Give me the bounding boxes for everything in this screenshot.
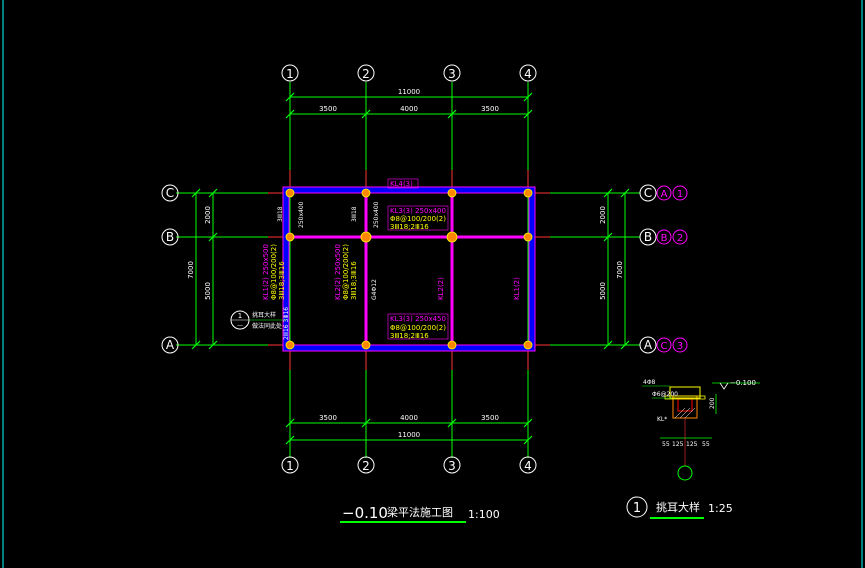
axis-label-top-1: 1 [286, 67, 294, 81]
dim-span-right-1: 2000 [599, 206, 607, 224]
axis-label-bottom-3: 3 [448, 459, 456, 473]
detail-label-k: KL* [657, 416, 667, 423]
grid-lines [176, 82, 640, 458]
axis-alt1-b: B [661, 233, 668, 244]
dim-span-bottom-3: 3500 [481, 414, 499, 422]
title-name: 梁平法施工图 [387, 505, 453, 519]
detail-dim-1: 125 [672, 441, 684, 448]
axis-alt2-a: 3 [677, 341, 683, 352]
axis-alt2-c: 1 [677, 189, 683, 200]
beam-label-kl2-a: KL2(2) [437, 277, 445, 300]
axis-label-left-b: B [166, 230, 174, 244]
axis-label-top-4: 4 [524, 67, 532, 81]
dim-span-bottom-2: 4000 [400, 414, 418, 422]
callout-num: 1 [238, 312, 242, 320]
dim-span-right-2: 5000 [599, 282, 607, 300]
kl4-line-0: KL4(3) [390, 180, 413, 188]
kl1-line-1: Φ8@100/200(2) [270, 244, 278, 300]
beam-label-kl3-top: KL3(3) 250x400 Φ8@100/200(2) 3Ⅲ18;2Ⅲ16 [387, 205, 449, 231]
dim-span-left-2: 5000 [204, 282, 212, 300]
kl3-top-line-0: KL3(3) 250x400 [390, 207, 446, 215]
callout-line2: 做法同此处 [252, 322, 282, 330]
title-level: −0.10 [342, 504, 388, 522]
axis-extensions [268, 170, 550, 370]
axis-label-top-2: 2 [362, 67, 370, 81]
note-4: 2Ⅲ16 3Ⅲ16 [283, 307, 290, 340]
dim-span-bottom-1: 3500 [319, 414, 337, 422]
kl2-mid-line-0: KL2(2) 250x500 [334, 244, 342, 300]
axis-label-bottom-4: 4 [524, 459, 532, 473]
kl3-bottom-line-2: 3Ⅲ18;2Ⅲ16 [390, 332, 429, 340]
dim-ticks [191, 92, 630, 445]
axis-label-right-b: B [644, 230, 652, 244]
axis-bubbles-left [161, 184, 179, 354]
detail-title: 1 挑耳大样 1:25 [626, 496, 733, 519]
axis-label-top-3: 3 [448, 67, 456, 81]
kl2-mid-line-2: 3Ⅲ18;3Ⅲ16 [350, 261, 358, 300]
axis-label-left-a: A [166, 338, 175, 352]
axis-label-right-a: A [644, 338, 653, 352]
dim-span-top-1: 3500 [319, 105, 337, 113]
callout-den: — [237, 322, 243, 329]
beam-label-kl2-mid: KL2(2) 250x500 Φ8@100/200(2) 3Ⅲ18;3Ⅲ16 [334, 244, 358, 300]
kl3-top-line-2: 3Ⅲ18;2Ⅲ16 [390, 223, 429, 231]
detail-title-num: 1 [633, 501, 641, 516]
detail-rebar-mid: Φ6@200 [652, 391, 678, 398]
dim-span-top-3: 3500 [481, 105, 499, 113]
kl3-bottom-line-0: KL3(3) 250x450 [390, 315, 446, 323]
axis-alt2-b: 2 [677, 233, 683, 244]
beam-outer [283, 187, 535, 351]
axis-label-left-c: C [166, 186, 174, 200]
detail-dim-2: 125 [686, 441, 698, 448]
kl1-line-0: KL1(2) 250x500 [262, 244, 270, 300]
axis-bubbles-bottom [281, 456, 537, 474]
detail-title-scale: 1:25 [708, 502, 733, 515]
detail-height: 200 [709, 397, 716, 409]
dim-total-bottom: 11000 [398, 431, 420, 439]
ear-detail: −0.100 200 4Φ8 Φ6@200 KL* 55 125 125 55 [642, 379, 760, 481]
beam-label-kl3-bottom: KL3(3) 250x450 Φ8@100/200(2) 3Ⅲ18;2Ⅲ16 [387, 313, 449, 340]
detail-elev: −0.100 [730, 379, 756, 387]
detail-callout: 1 — 挑耳大样 做法同此处 [230, 310, 286, 330]
dim-span-top-2: 4000 [400, 105, 418, 113]
axis-bubbles-right-alt [656, 185, 688, 353]
axis-label-right-c: C [644, 186, 652, 200]
axis-label-bottom-1: 1 [286, 459, 294, 473]
columns [285, 188, 533, 350]
detail-rebar-top: 4Φ8 [643, 379, 656, 386]
axis-alt1-a: C [661, 341, 668, 352]
detail-axis-bubble [677, 465, 693, 481]
kl1-line-2: 3Ⅲ18;3Ⅲ16 [278, 261, 286, 300]
beam-label-kl2-b: KL1(2) [513, 277, 521, 300]
axis-alt1-c: A [661, 189, 668, 200]
detail-dim-3: 55 [702, 441, 710, 448]
callout-line1: 挑耳大样 [252, 311, 276, 319]
dim-total-top: 11000 [398, 88, 420, 96]
title-scale: 1:100 [468, 508, 500, 521]
dim-total-left: 7000 [187, 261, 195, 279]
axis-bubbles-top [281, 64, 537, 82]
note-2: 250x400 [298, 201, 305, 228]
kl3-top-line-1: Φ8@100/200(2) [390, 215, 446, 223]
note-5: 3Ⅲ18 [351, 206, 358, 222]
main-title: −0.10 梁平法施工图 1:100 [340, 504, 500, 523]
beam-label-kl1: KL1(2) 250x500 Φ8@100/200(2) 3Ⅲ18;3Ⅲ16 [262, 244, 286, 300]
dim-total-right: 7000 [616, 261, 624, 279]
dim-span-left-1: 2000 [204, 206, 212, 224]
axis-label-bottom-2: 2 [362, 459, 370, 473]
detail-dim-0: 55 [662, 441, 670, 448]
note-3: G4Φ12 [371, 279, 378, 300]
detail-title-text: 挑耳大样 [656, 500, 700, 514]
kl2-mid-line-1: Φ8@100/200(2) [342, 244, 350, 300]
beam-label-kl4: KL4(3) [387, 178, 419, 189]
kl2-a-line-0: KL2(2) [437, 277, 445, 300]
axis-bubbles-right [639, 184, 657, 354]
kl2-b-line-0: KL1(2) [513, 277, 521, 300]
note-6: 250x400 [373, 201, 380, 228]
beams [282, 186, 536, 352]
note-1: 3Ⅲ18 [277, 206, 284, 222]
kl3-bottom-line-1: Φ8@100/200(2) [390, 324, 446, 332]
